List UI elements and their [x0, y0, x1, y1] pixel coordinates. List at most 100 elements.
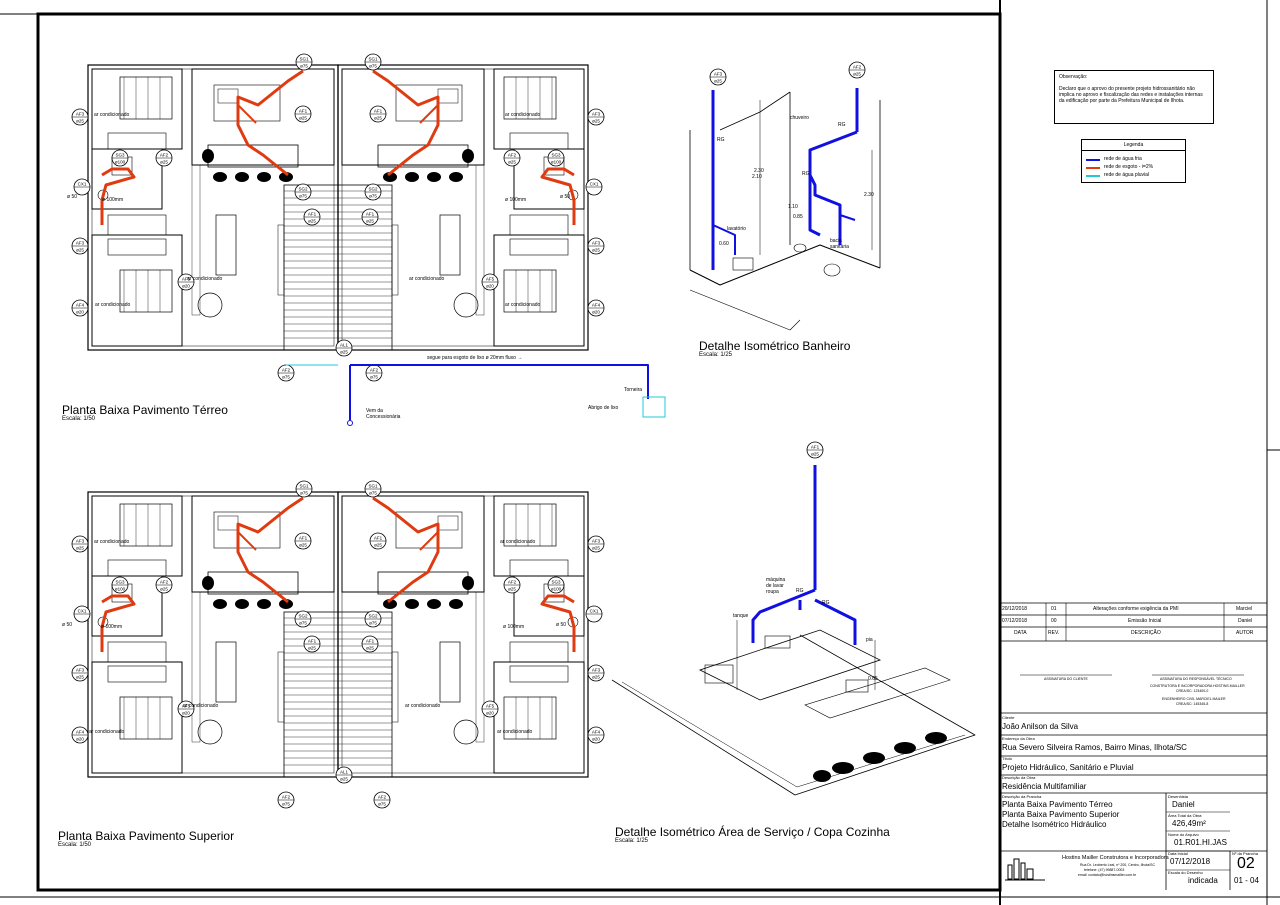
pipe-tag-bottom: ø75 [299, 194, 307, 199]
legend-swatch [1086, 159, 1100, 161]
signature-tech-line: ENGENHEIRO CIVIL MARCIEL MAILER [1162, 697, 1226, 701]
pipe-tag-top: SG1 [368, 57, 378, 62]
chair [213, 599, 227, 609]
pipe-tag-bottom: ø25 [76, 675, 84, 680]
handrail [391, 224, 399, 296]
pipe-tag-bottom: ø20 [76, 737, 84, 742]
pipe-tag-bottom: ø75 [369, 621, 377, 626]
signature-tech: ASSINATURA DO RESPONSÁVEL TÉCNICO [1160, 677, 1232, 681]
chair [449, 172, 463, 182]
label-abrigo-lixo: Abrigo de lixo [588, 405, 619, 411]
label-pia: pia [866, 637, 873, 643]
dim-text: 0.65 [868, 676, 878, 682]
closet [107, 559, 167, 577]
sheet-line: Planta Baixa Pavimento Superior [1002, 810, 1120, 819]
pipe-tag-top: CX1 [78, 609, 87, 614]
chair [279, 172, 293, 182]
legend-item: rede de esgoto - i=2% [1104, 164, 1154, 170]
pipe-tag-top: AF2 [160, 580, 169, 585]
sewer-pipe [540, 594, 576, 652]
pipe-tag-bottom: ø25 [299, 543, 307, 548]
signature-tech-line: CREA/SC: 145345-8 [1176, 702, 1209, 706]
sewer-pipe [237, 104, 257, 124]
sofa [215, 641, 237, 703]
sewer-pipe [372, 496, 440, 604]
dim-text: 0.85 [793, 214, 803, 220]
closet [509, 238, 569, 256]
pipe-tag-bottom: ø75 [369, 491, 377, 496]
bed [503, 76, 557, 120]
signature-tech-line: CREA/SC: 123400-0 [1176, 689, 1209, 693]
iso-toilet [823, 263, 841, 277]
pipe-tag-bottom: ø100 [115, 587, 126, 592]
area-value: 426,49m² [1172, 819, 1206, 828]
note-heading: Observação: [1059, 74, 1088, 80]
chair [202, 576, 214, 590]
pipe-tag-bottom: ø25 [714, 79, 722, 84]
dim-text: 0.60 [719, 241, 729, 247]
pipe-tag-bottom: ø75 [282, 375, 290, 380]
pipe-tag-bottom: ø75 [378, 802, 386, 807]
closet [107, 132, 167, 150]
armchair [453, 292, 479, 318]
label-rg: RG [822, 600, 830, 606]
pipe-tag-bottom: ø25 [340, 777, 348, 782]
rev-desc: Emissão Inicial [1128, 618, 1162, 624]
label-esgoto-lixo: segue para esgoto de lixo ø 20mm fluxo → [427, 355, 523, 361]
pipe-tag: CX1 [73, 178, 91, 196]
pipe-tag-bottom: ø25 [592, 675, 600, 680]
wall-segment [191, 164, 201, 316]
pipe-tag-bottom: ø25 [76, 546, 84, 551]
handrail [277, 651, 285, 723]
company-line: email: contato@hostinsmailler.com.br [1078, 873, 1137, 877]
water-pipe [350, 364, 649, 399]
pipe-tag-bottom: ø75 [370, 375, 378, 380]
pipe-tag-top: AF1 [374, 109, 383, 114]
view-scale-superior: Escala: 1/50 [58, 842, 92, 848]
pipe-tag-top: SG3 [551, 153, 561, 158]
water-pipe [808, 130, 858, 237]
label-d100: ø 100mm [101, 624, 123, 630]
dim-text: 2.30 [864, 192, 874, 198]
label-ac: ar condicionado [94, 539, 130, 545]
closet [509, 641, 569, 663]
iso-sink [845, 679, 869, 693]
kitchen [341, 495, 485, 593]
pipe-tag-bottom: ø25 [374, 543, 382, 548]
view-title-servico: Detalhe Isométrico Área de Serviço / Cop… [615, 825, 890, 839]
pipe-tag-bottom: ø20 [486, 284, 494, 289]
pipe-tag-top: AF1 [299, 109, 308, 114]
label-bacia: bacia sanitária [830, 238, 849, 250]
pipe-tag-top: SG2 [368, 187, 378, 192]
label-d100: ø 100mm [102, 197, 124, 203]
iso-chair [813, 770, 831, 782]
closet [509, 132, 569, 150]
pipe-tag-top: AF4 [592, 303, 601, 308]
iso-chair [863, 752, 885, 764]
view-title-terreo: Planta Baixa Pavimento Térreo [62, 403, 228, 417]
client-label: Cliente [1002, 715, 1015, 720]
